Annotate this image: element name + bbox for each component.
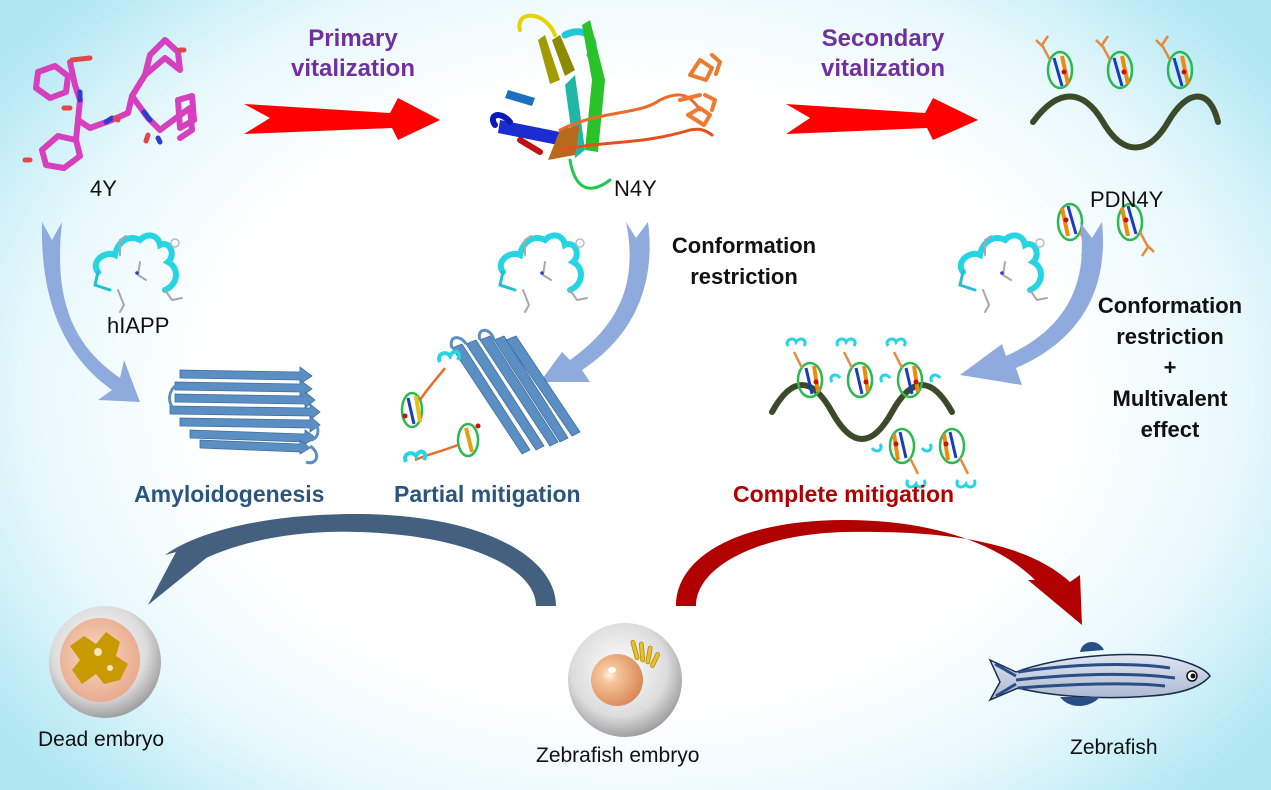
dead-embryo-icon <box>49 606 161 718</box>
4y-molecule-icon <box>22 37 197 171</box>
label-4y: 4Y <box>90 176 117 201</box>
primary-vitalization-label: Primary vitalization <box>268 24 438 84</box>
mechanism-conformation-restriction: Conformation restriction <box>654 230 834 292</box>
mechanism-middle-line1: Conformation <box>671 233 817 258</box>
partial-mitigation-structure-icon <box>400 328 581 463</box>
label-pdn4y: PDN4Y <box>1090 187 1164 212</box>
mechanism-right-plus: + <box>1163 355 1177 380</box>
mechanism-middle-line2: restriction <box>690 264 798 289</box>
flow-arrow-n4y-to-partial <box>540 222 650 382</box>
primary-vitalization-line1: Primary <box>308 25 398 52</box>
outcome-amyloidogenesis: Amyloidogenesis <box>134 481 325 507</box>
zebrafish-embryo-icon <box>568 623 682 737</box>
pdn4y-polymer-icon <box>1030 34 1221 258</box>
flow-arrow-4y-to-amyloid <box>41 222 140 402</box>
hiapp-peptide-icon-3 <box>960 235 1047 312</box>
mechanism-right-line4: Multivalent <box>1112 386 1228 411</box>
mechanism-right-line1: Conformation <box>1097 293 1243 318</box>
arrow-embryo-to-dead <box>148 514 556 606</box>
secondary-vitalization-line1: Secondary <box>821 25 945 52</box>
label-dead-embryo: Dead embryo <box>38 728 165 751</box>
hiapp-peptide-icon-2 <box>500 235 587 312</box>
zebrafish-icon <box>988 641 1211 707</box>
mechanism-right-line2: restriction <box>1116 324 1224 349</box>
mechanism-multivalent: Conformation restriction + Multivalent e… <box>1080 290 1260 445</box>
amyloid-fibril-icon <box>168 366 321 465</box>
outcome-partial-mitigation: Partial mitigation <box>394 481 581 507</box>
secondary-vitalization-arrow <box>786 98 978 140</box>
outcome-complete-mitigation: Complete mitigation <box>733 481 955 507</box>
arrow-embryo-to-zebrafish <box>676 520 1082 625</box>
label-n4y: N4Y <box>614 176 657 201</box>
secondary-vitalization-line2: vitalization <box>820 55 946 82</box>
primary-vitalization-line2: vitalization <box>290 55 416 82</box>
flow-arrow-pdn4y-to-complete <box>960 222 1104 385</box>
primary-vitalization-arrow <box>244 98 440 140</box>
complete-mitigation-structure-icon <box>769 337 977 489</box>
n4y-protein-icon <box>489 13 722 190</box>
secondary-vitalization-label: Secondary vitalization <box>798 24 968 84</box>
label-hiapp: hIAPP <box>107 313 170 338</box>
label-zebrafish-embryo: Zebrafish embryo <box>536 744 700 767</box>
mechanism-right-line5: effect <box>1140 417 1200 442</box>
hiapp-peptide-icon <box>92 232 183 313</box>
label-zebrafish: Zebrafish <box>1070 736 1158 759</box>
